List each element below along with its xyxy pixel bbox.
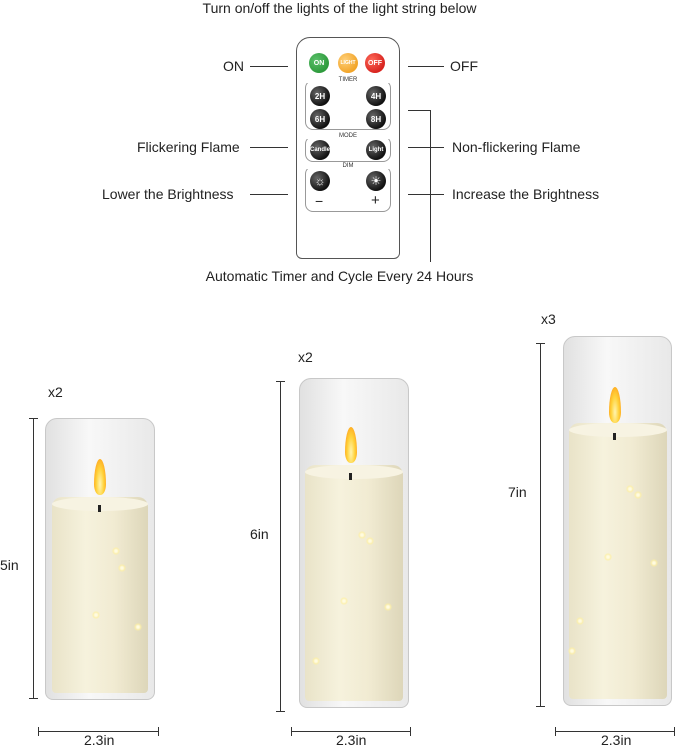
minus-sign: − (315, 193, 324, 209)
off-callout: OFF (450, 58, 478, 74)
timer-8h-button[interactable]: 8H (366, 109, 386, 129)
timer-6h-button[interactable]: 6H (310, 109, 330, 129)
timer-callout: Automatic Timer and Cycle Every 24 Hours (205, 268, 474, 284)
non-flickering-callout: Non-flickering Flame (452, 139, 581, 155)
candle-mode-button[interactable]: Candle (310, 140, 330, 160)
on-button[interactable]: ON (309, 53, 329, 73)
candle-3-width: 2.3in (601, 732, 632, 748)
candle-1-width: 2.3in (84, 732, 115, 748)
candle-1-flame (94, 459, 106, 495)
candle-2-wax (305, 465, 403, 701)
sun-bright-icon: ☀ (370, 174, 382, 188)
candle-2-width: 2.3in (336, 732, 367, 748)
dim-label: DIM (306, 163, 390, 169)
candle-3-height: 7in (508, 484, 527, 500)
candle-1-height: 5in (0, 557, 19, 573)
candle-1-wax (52, 497, 148, 693)
candle-2-glass (299, 378, 409, 708)
lower-brightness-callout: Lower the Brightness (102, 186, 234, 202)
off-button[interactable]: OFF (365, 53, 385, 73)
dim-panel: DIM ☼ ☀ − + (305, 163, 391, 212)
light-mode-button[interactable]: Light (366, 140, 386, 160)
candle-3-flame (609, 387, 621, 423)
flickering-callout: Flickering Flame (137, 139, 240, 155)
on-callout: ON (223, 58, 244, 74)
dim-up-button[interactable]: ☀ (366, 171, 386, 191)
timer-label: TIMER (306, 77, 390, 83)
timer-panel: TIMER 2H 4H 6H 8H (305, 77, 391, 130)
timer-4h-button[interactable]: 4H (366, 86, 386, 106)
sun-icon: ☼ (314, 174, 326, 188)
candle-2-height: 6in (250, 526, 269, 542)
header-text: Turn on/off the lights of the light stri… (202, 0, 477, 16)
candle-2-flame (345, 427, 357, 463)
increase-brightness-callout: Increase the Brightness (452, 186, 600, 202)
dim-down-button[interactable]: ☼ (310, 171, 330, 191)
light-button[interactable]: LIGHT (338, 53, 358, 73)
remote-control: ON LIGHT OFF TIMER 2H 4H 6H 8H MODE Cand… (296, 37, 400, 259)
candle-3-glass (563, 336, 672, 706)
candle-1-quantity: x2 (48, 384, 63, 400)
candle-2-quantity: x2 (298, 349, 313, 365)
timer-2h-button[interactable]: 2H (310, 86, 330, 106)
mode-panel: MODE Candle Light (305, 133, 391, 162)
mode-label: MODE (306, 133, 390, 139)
candle-1-glass (45, 418, 155, 700)
plus-sign: + (371, 192, 380, 209)
candle-3-quantity: x3 (541, 311, 556, 327)
